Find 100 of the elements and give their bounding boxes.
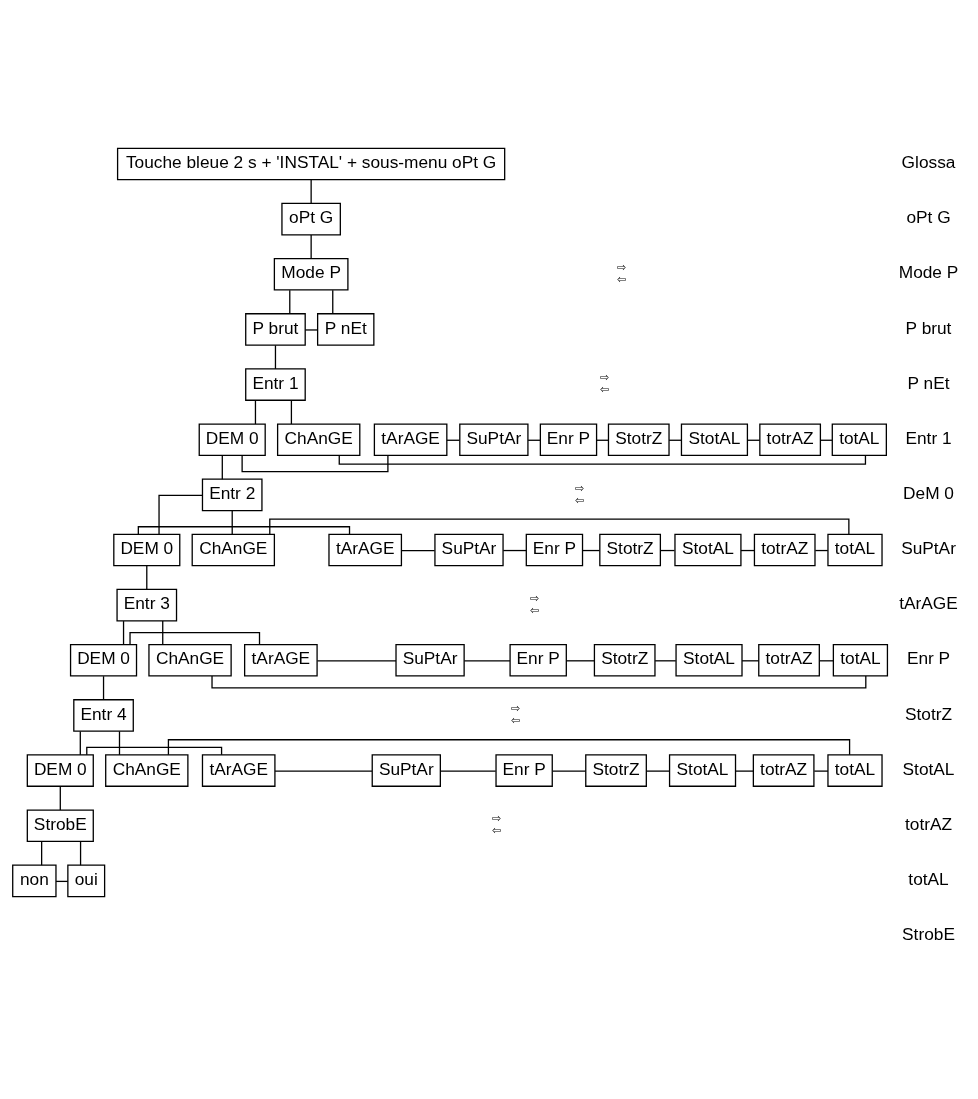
connector — [122, 619, 125, 645]
node-box: SuPtAr — [459, 422, 529, 456]
label: ⇦ — [574, 493, 584, 506]
connector — [304, 328, 319, 331]
node-box: totrAZ — [753, 533, 816, 566]
node-box: DEM 0 — [113, 533, 181, 566]
connector — [646, 769, 671, 772]
connector — [813, 769, 829, 772]
node-box: P brut — [245, 312, 306, 346]
connector — [565, 659, 595, 661]
connector — [310, 233, 312, 259]
node-box: SuPtAr — [395, 643, 465, 677]
node-box: oPt G — [281, 202, 341, 235]
node-box: tArAGE — [328, 533, 403, 566]
node-box: DEM 0 — [198, 422, 266, 456]
label: ⇨ — [599, 370, 609, 383]
node-box: P nEt — [317, 312, 375, 346]
connector — [289, 289, 291, 314]
label: ⇦ — [530, 603, 540, 616]
node-box: StotAL — [675, 643, 743, 677]
label: tArAGE — [899, 592, 958, 613]
connector — [137, 525, 351, 535]
connector — [400, 549, 436, 551]
node-box: totrAZ — [759, 422, 822, 456]
connector — [254, 399, 257, 425]
node-box: Entr 4 — [73, 698, 134, 732]
node-box: Mode P — [273, 257, 349, 291]
node-box: totAL — [831, 422, 887, 456]
connector — [310, 178, 312, 204]
connector — [463, 659, 511, 661]
connector — [502, 549, 527, 551]
node-box: ChAnGE — [191, 533, 276, 566]
node-box: tArAGE — [373, 422, 448, 456]
connector — [86, 746, 223, 755]
node-box: Entr 3 — [116, 588, 178, 621]
label: ⇨ — [491, 811, 501, 824]
connector — [552, 769, 587, 772]
connector — [274, 769, 373, 772]
node-box: tArAGE — [244, 643, 318, 677]
label: DeM 0 — [903, 482, 954, 503]
connector — [439, 769, 497, 772]
node-box: StotAL — [674, 533, 742, 566]
node-box: Entr 1 — [245, 367, 306, 401]
label: ⇨ — [574, 481, 584, 494]
node-box: StotrZ — [599, 533, 661, 566]
connector — [241, 454, 389, 472]
node-box: totAL — [827, 533, 883, 566]
connector — [79, 730, 81, 755]
node-box: StrobE — [26, 808, 94, 842]
label: StotrZ — [904, 703, 953, 724]
connector — [274, 344, 277, 369]
label: oPt G — [906, 206, 951, 227]
connector — [734, 769, 754, 772]
connector — [79, 840, 82, 866]
connector — [162, 619, 164, 645]
connector — [41, 840, 43, 866]
connector — [654, 659, 677, 661]
node-box: totrAZ — [758, 643, 820, 677]
node-box: Touche bleue 2 s + 'INSTAL' + sous-menu oPt G — [116, 147, 506, 180]
label: totAL — [908, 868, 949, 889]
label: Enr P — [906, 647, 951, 668]
node-box: Entr 2 — [201, 478, 263, 511]
node-box: StotrZ — [607, 422, 670, 456]
connector — [158, 494, 204, 535]
connector — [290, 399, 293, 425]
label: ⇦ — [616, 272, 626, 285]
node-box: oui — [67, 864, 106, 897]
node-box: totAL — [832, 643, 889, 677]
node-box: StotAL — [680, 422, 749, 456]
connector — [129, 631, 261, 645]
label: P brut — [905, 317, 952, 338]
label: ⇨ — [616, 260, 626, 273]
node-box: Enr P — [509, 643, 567, 677]
node-box: totrAZ — [752, 753, 815, 787]
label: StotAL — [902, 758, 955, 779]
connector — [338, 454, 867, 465]
connector — [211, 674, 867, 688]
node-box: DEM 0 — [26, 753, 94, 787]
node-box: StotrZ — [585, 753, 647, 787]
node-box: StotrZ — [593, 643, 656, 677]
node-box: StotAL — [668, 753, 737, 787]
node-box: ChAnGE — [276, 422, 361, 456]
node-box: SuPtAr — [371, 753, 441, 787]
connector — [231, 509, 233, 535]
connector — [102, 675, 105, 700]
connector — [332, 289, 334, 314]
label: totrAZ — [904, 813, 953, 834]
label: P nEt — [907, 372, 950, 393]
node-box: ChAnGE — [148, 643, 232, 677]
label: ⇦ — [510, 713, 520, 726]
node-box: Enr P — [525, 533, 584, 566]
label: Glossa — [901, 151, 956, 172]
node-box: Enr P — [539, 422, 598, 456]
node-box: SuPtAr — [434, 533, 504, 566]
label: SuPtAr — [901, 537, 956, 558]
label: ⇨ — [510, 701, 520, 714]
node-box: ChAnGE — [105, 753, 189, 787]
node-box: Enr P — [495, 753, 553, 787]
node-box: DEM 0 — [69, 643, 138, 677]
node-box: non — [12, 864, 57, 897]
